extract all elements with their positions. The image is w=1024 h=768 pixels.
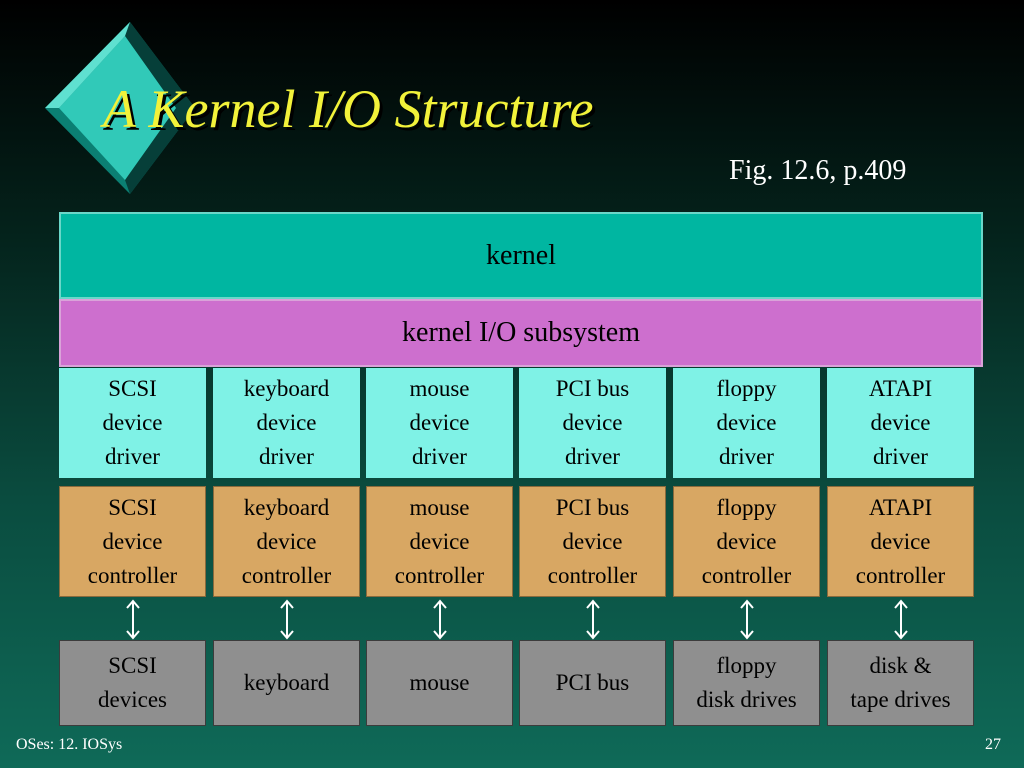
- controller-label-line: controller: [241, 562, 332, 588]
- diamond-bullet-icon: [45, 22, 195, 194]
- controller-label-line: SCSI: [108, 494, 157, 520]
- controller-label-line: mouse: [409, 494, 470, 520]
- controller-label-line: floppy: [716, 494, 777, 520]
- device-label-line: disk &: [869, 653, 932, 678]
- driver-label-line: device: [870, 410, 931, 435]
- driver-box: floppy device driver: [673, 368, 820, 478]
- controller-label-line: controller: [87, 562, 178, 588]
- driver-label-line: driver: [719, 444, 774, 469]
- device-box: disk & tape drives: [827, 640, 974, 726]
- controller-box: mouse device controller: [366, 486, 513, 597]
- controller-label-line: keyboard: [243, 494, 330, 520]
- controller-box: ATAPI device controller: [827, 486, 974, 597]
- controller-label-line: controller: [394, 562, 485, 588]
- controller-label-line: device: [562, 528, 623, 554]
- controller-label-line: device: [870, 528, 931, 554]
- driver-box: PCI bus device driver: [519, 368, 666, 478]
- device-label-line: PCI bus: [555, 670, 630, 695]
- controller-box: floppy device controller: [673, 486, 820, 597]
- device-box: SCSI devices: [59, 640, 206, 726]
- driver-box: ATAPI device driver: [827, 368, 974, 478]
- driver-box: mouse device driver: [366, 368, 513, 478]
- driver-label-line: SCSI: [108, 376, 157, 401]
- controller-label-line: device: [102, 528, 163, 554]
- page-number: 27: [985, 736, 1001, 753]
- controller-label-line: device: [409, 528, 470, 554]
- device-label-line: disk drives: [696, 687, 797, 712]
- device-label-line: floppy: [716, 653, 777, 678]
- controller-label-line: controller: [701, 562, 792, 588]
- driver-label-line: driver: [259, 444, 314, 469]
- driver-label-line: PCI bus: [555, 376, 630, 401]
- controller-box: SCSI device controller: [59, 486, 206, 597]
- driver-label-line: device: [562, 410, 623, 435]
- bidirectional-arrow-icon: [893, 599, 908, 640]
- bidirectional-arrow-icon: [279, 599, 294, 640]
- controller-label-line: PCI bus: [555, 494, 630, 520]
- driver-label-line: ATAPI: [868, 376, 933, 401]
- controller-box: PCI bus device controller: [519, 486, 666, 597]
- bidirectional-arrow-icon: [125, 599, 140, 640]
- driver-box: SCSI device driver: [59, 368, 206, 478]
- driver-label-line: driver: [873, 444, 928, 469]
- driver-label-line: mouse: [409, 376, 470, 401]
- device-label-line: tape drives: [850, 687, 951, 712]
- kernel-io-subsystem-box: kernel I/O subsystem: [59, 299, 983, 367]
- driver-label-line: device: [102, 410, 163, 435]
- bidirectional-arrow-icon: [585, 599, 600, 640]
- device-label-line: SCSI: [108, 653, 157, 678]
- driver-label-line: driver: [105, 444, 160, 469]
- controller-box: keyboard device controller: [213, 486, 360, 597]
- driver-label-line: floppy: [716, 376, 777, 401]
- footer-course: OSes: 12. IOSys: [16, 736, 123, 753]
- controller-label-line: controller: [855, 562, 946, 588]
- bidirectional-arrow-icon: [739, 599, 754, 640]
- driver-label-line: device: [409, 410, 470, 435]
- driver-label-line: device: [716, 410, 777, 435]
- driver-label-line: driver: [412, 444, 467, 469]
- slide-title: A Kernel I/O Structure: [103, 79, 594, 139]
- device-label-line: keyboard: [243, 670, 330, 695]
- controller-label-line: controller: [547, 562, 638, 588]
- device-box: mouse: [366, 640, 513, 726]
- device-box: PCI bus: [519, 640, 666, 726]
- controller-label-line: ATAPI: [868, 494, 933, 520]
- controller-label-line: device: [256, 528, 317, 554]
- figure-reference: Fig. 12.6, p.409: [729, 155, 907, 186]
- driver-label-line: driver: [565, 444, 620, 469]
- driver-label-line: device: [256, 410, 317, 435]
- bidirectional-arrow-icon: [432, 599, 447, 640]
- driver-box: keyboard device driver: [213, 368, 360, 478]
- device-box: keyboard: [213, 640, 360, 726]
- device-label-line: mouse: [409, 670, 470, 695]
- driver-label-line: keyboard: [243, 376, 330, 401]
- controller-label-line: device: [716, 528, 777, 554]
- device-label-line: devices: [98, 687, 167, 712]
- device-box: floppy disk drives: [673, 640, 820, 726]
- kernel-box: kernel: [59, 212, 983, 299]
